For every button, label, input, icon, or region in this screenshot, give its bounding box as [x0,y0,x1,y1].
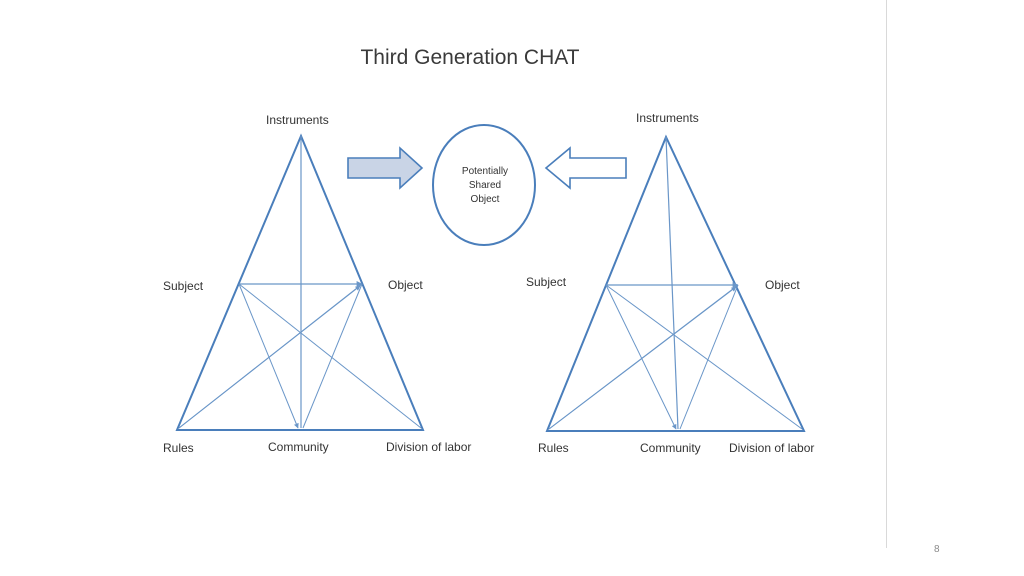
left-activity-triangle [175,133,425,431]
left-subject-label: Subject [163,279,204,293]
right-rules-label: Rules [538,441,569,455]
left-rules-label: Rules [163,441,194,455]
shared-object-line-1: Potentially [461,166,509,177]
right-activity-triangle [545,134,806,432]
right-subject-label: Subject [526,275,567,289]
shared-object-line-3: Object [470,194,500,205]
left-block-arrow [347,146,424,190]
left-triangle-outline [175,133,425,431]
shared-object-line-2: Shared [468,180,502,191]
left-instruments-label: Instruments [266,113,329,127]
right-instruments-community-line [665,136,679,430]
left-object-label: Object [388,278,423,292]
left-community-label: Community [268,440,329,454]
shared-object-label: Potentially Shared Object [444,165,526,207]
page-edge-divider [886,0,887,548]
right-division-of-labor-label: Division of labor [729,441,815,455]
right-object-label: Object [765,278,800,292]
right-block-arrow [544,146,627,190]
left-division-of-labor-label: Division of labor [386,440,472,454]
page-number: 8 [934,544,940,555]
shared-object-ellipse [432,124,536,246]
right-instruments-label: Instruments [636,111,699,125]
right-community-label: Community [640,441,701,455]
slide-title: Third Generation CHAT [360,46,580,69]
